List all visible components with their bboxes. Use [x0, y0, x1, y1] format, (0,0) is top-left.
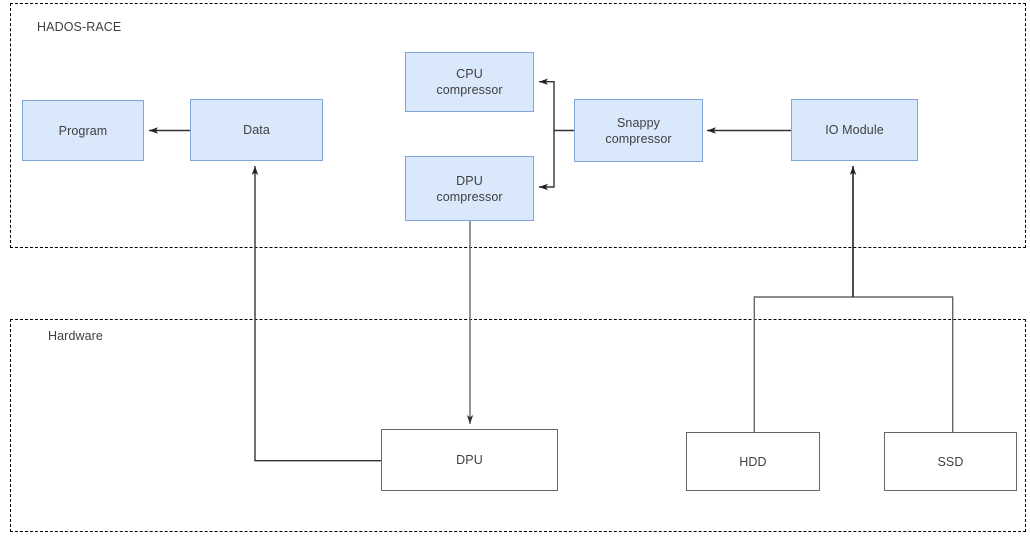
edge-snappy-to-cpu-compressor — [539, 78, 575, 132]
node-dpu-compressor[interactable]: DPU compressor — [405, 156, 534, 221]
edge-snappy-to-dpu-compressor — [539, 130, 555, 191]
node-ssd[interactable]: SSD — [884, 432, 1017, 491]
node-data-label: Data — [243, 123, 270, 137]
node-snappy-compressor-label: Snappy compressor — [605, 115, 672, 146]
group-hados-race — [10, 3, 1026, 248]
node-hdd[interactable]: HDD — [686, 432, 820, 491]
edge-ssd-to-io-module — [853, 296, 954, 432]
group-hados-race-label: HADOS-RACE — [37, 20, 122, 34]
node-ssd-label: SSD — [937, 454, 964, 469]
node-io-module[interactable]: IO Module — [791, 99, 918, 161]
edge-hdd-to-io-module — [753, 296, 853, 432]
node-data[interactable]: Data — [190, 99, 323, 161]
node-dpu-label: DPU — [456, 453, 483, 467]
edge-dpu-to-data — [251, 166, 382, 462]
node-snappy-compressor[interactable]: Snappy compressor — [574, 99, 703, 162]
node-program-label: Program — [58, 123, 108, 138]
group-hardware — [10, 319, 1026, 532]
node-program[interactable]: Program — [22, 100, 144, 161]
node-cpu-compressor-label: CPU compressor — [436, 67, 503, 97]
node-dpu-compressor-label: DPU compressor — [436, 173, 503, 204]
node-cpu-compressor[interactable]: CPU compressor — [405, 52, 534, 112]
group-hardware-label: Hardware — [48, 329, 103, 343]
node-io-module-label: IO Module — [825, 123, 884, 137]
node-dpu[interactable]: DPU — [381, 429, 558, 491]
node-hdd-label: HDD — [739, 454, 767, 469]
